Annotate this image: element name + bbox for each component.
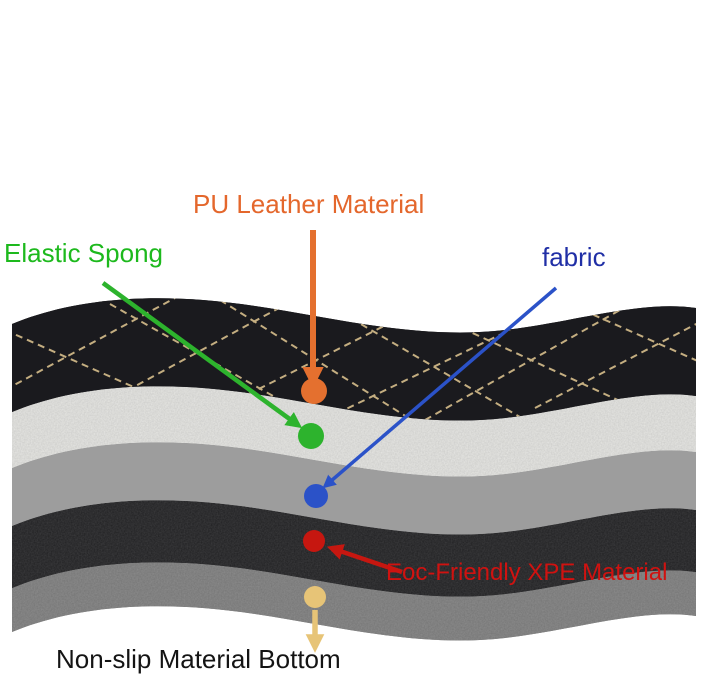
xpe-dot [303,530,325,552]
pu-leather-dot [301,378,327,404]
pu-leather-label: PU Leather Material [193,189,424,219]
fabric-dot [304,484,328,508]
xpe-label: Eoc-Friendly XPE Material [386,559,667,586]
elastic-sponge-arrow [101,281,303,429]
xpe-arrow [326,544,403,575]
non-slip-dot [304,586,326,608]
elastic-sponge-dot [298,423,324,449]
elastic-sponge-label: Elastic Spong [4,238,163,268]
fabric-arrow [322,286,558,489]
fabric-label: fabric [542,242,606,272]
non-slip-label: Non-slip Material Bottom [56,644,341,674]
